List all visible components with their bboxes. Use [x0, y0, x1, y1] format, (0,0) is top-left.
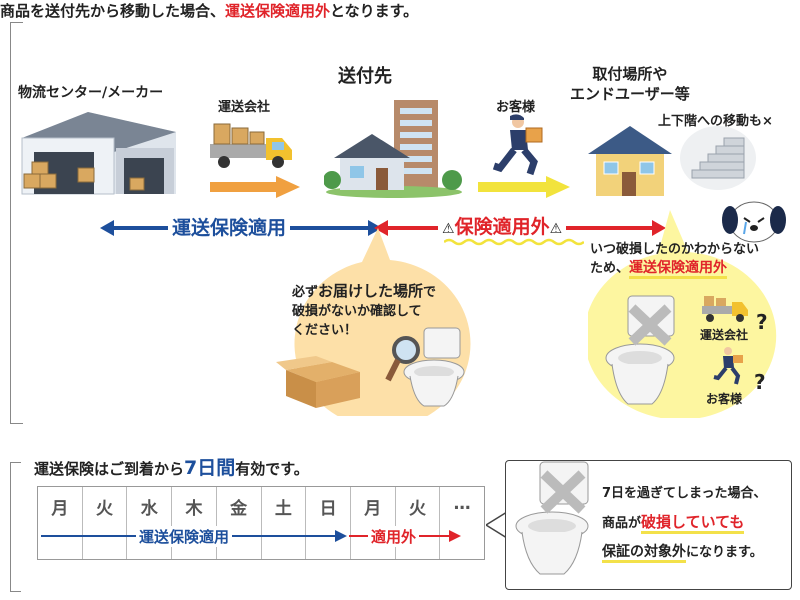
label-carrier: 運送会社 [218, 100, 271, 115]
house-icon [324, 134, 462, 198]
house-icon [588, 126, 672, 196]
week-calendar: 月 火 水 木 金 土 日 月 火 … [37, 486, 485, 560]
week-not-covered-label: 適用外 [368, 526, 420, 547]
truck-icon [210, 123, 292, 168]
cardboard-box-icon [276, 356, 360, 408]
week-covered-label: 運送保険適用 [136, 526, 233, 547]
day-cell: 木 [172, 487, 217, 559]
toilet-icon [403, 327, 465, 407]
label-distribution: 物流センター/メーカー [18, 85, 164, 101]
running-person-icon [492, 114, 543, 176]
truck-icon [702, 296, 748, 322]
running-person-icon [713, 347, 743, 385]
arrow-yellow [478, 176, 570, 198]
arrow-orange [210, 176, 300, 198]
magnifier-icon [385, 336, 420, 382]
day-cell: 月 [351, 487, 396, 559]
bubble-right-carrier: 運送会社 [700, 328, 749, 342]
covered-label: 運送保険適用 [168, 213, 291, 240]
section-bracket-top [10, 22, 23, 424]
toilet-broken-icon [515, 461, 589, 575]
label-destination: 送付先 [338, 66, 392, 87]
day-cell: 金 [217, 487, 262, 559]
warning-icon: ⚠ [442, 221, 455, 237]
day-cell: 土 [262, 487, 307, 559]
day-cell: 月 [38, 487, 83, 559]
bubble-right-customer: お客様 [706, 392, 743, 406]
warning-icon: ⚠ [549, 221, 563, 237]
question-mark: ? [756, 310, 768, 334]
not-covered-group: ⚠保険適用外⚠ [438, 212, 567, 239]
day-cell: … [453, 494, 471, 514]
day-cell: 火 [396, 487, 441, 559]
toilet-broken-icon [605, 295, 675, 405]
label-install: 取付場所や エンドユーザー等 [570, 65, 690, 103]
warehouse-icon [21, 112, 176, 195]
day-cell: 水 [127, 487, 173, 559]
bubble-right-text: いつ破損したのかわからない ため、運送保険適用外 [590, 240, 759, 279]
question-mark: ? [754, 370, 766, 394]
stairs-icon [680, 126, 756, 190]
day-cell: 火 [83, 487, 128, 559]
callout-text: 7日を過ぎてしまった場合、 商品が破損していても 保証の対象外になります。 [602, 480, 767, 567]
section-bracket-bottom [10, 462, 21, 592]
notice-bottom: 運送保険はご到着から7日間有効です。 [34, 457, 309, 479]
crying-dog-icon [722, 201, 786, 243]
bubble-left-text: 必ずお届けした場所で 破損がないか確認して ください！ [292, 282, 437, 338]
day-cell: 日 [306, 487, 351, 559]
label-customer: お客様 [496, 100, 536, 115]
notice-top: 商品を送付先から移動した場合、運送保険適用外となります。 [0, 2, 419, 20]
label-floor-note: 上下階への移動も× [658, 114, 773, 129]
wavy-underline [444, 238, 584, 246]
